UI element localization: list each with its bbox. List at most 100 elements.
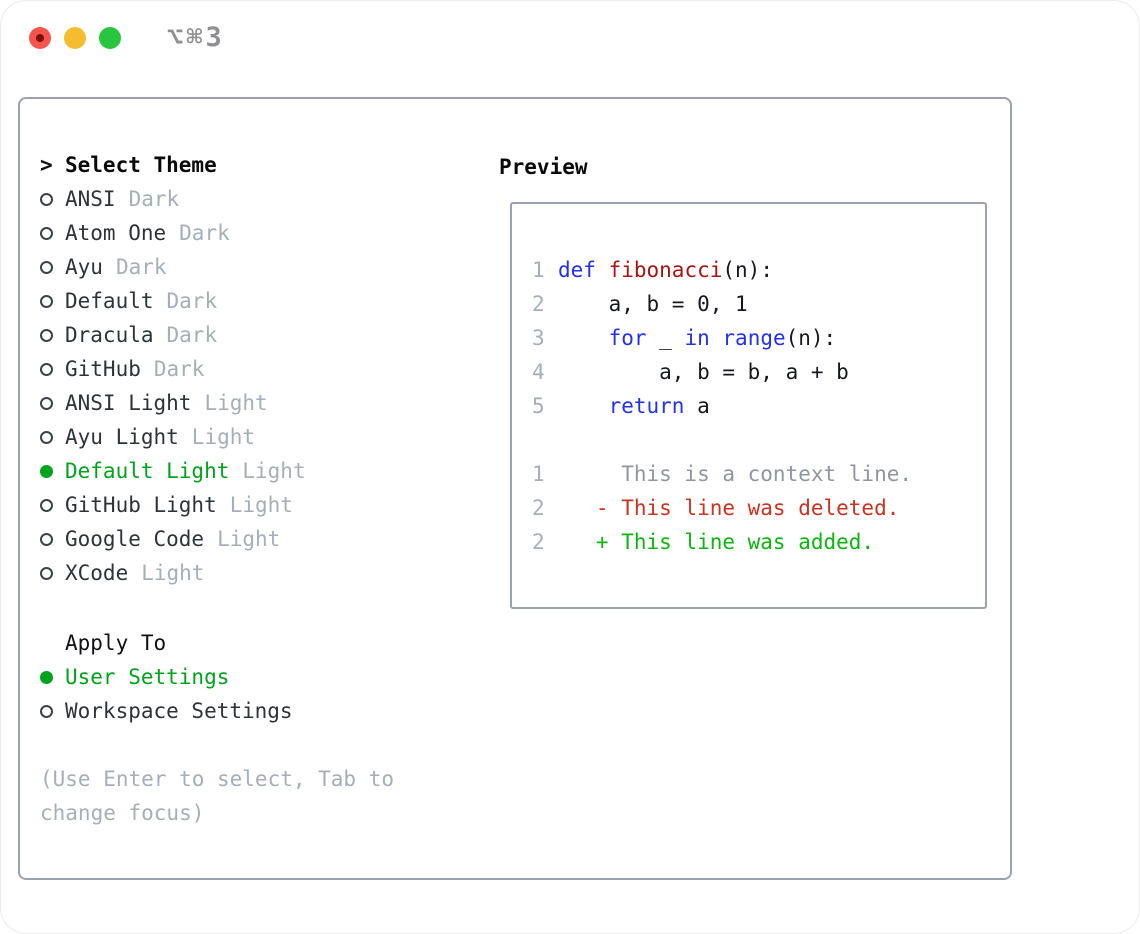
line-number: 1 [532, 462, 545, 486]
radio-unselected-icon [40, 329, 53, 342]
radio-unselected-icon [40, 499, 53, 512]
code-line: 2 - This line was deleted. [532, 491, 985, 525]
code-token: for [608, 326, 647, 350]
apply-option[interactable]: Workspace Settings [40, 694, 293, 728]
theme-option-name: XCode [65, 561, 129, 585]
radio-unselected-icon [40, 295, 53, 308]
line-number: 4 [532, 360, 545, 384]
theme-menu-title: Select Theme [65, 153, 217, 177]
code-token: def [558, 258, 596, 282]
code-token [710, 326, 723, 350]
apply-option-label: Workspace Settings [65, 699, 293, 723]
code-token [596, 258, 609, 282]
theme-option-name: Ayu Light [65, 425, 179, 449]
theme-option[interactable]: Google Code Light [40, 522, 306, 556]
close-dot-icon [36, 34, 44, 42]
line-number: 2 [532, 496, 545, 520]
radio-unselected-icon [40, 227, 53, 240]
radio-selected-icon [40, 671, 53, 684]
theme-option-name: GitHub [65, 357, 141, 381]
code-token: return [608, 394, 685, 418]
window-title: ⌥⌘3 [167, 22, 225, 53]
theme-option-variant: Dark [166, 323, 218, 347]
code-token: _ [646, 326, 685, 350]
radio-unselected-icon [40, 533, 53, 546]
theme-option[interactable]: Default Light Light [40, 454, 306, 488]
code-token: range [722, 326, 786, 350]
hint-text: (Use Enter to select, Tab to change focu… [40, 767, 395, 825]
radio-unselected-icon [40, 193, 53, 206]
line-number: 1 [532, 258, 545, 282]
theme-option[interactable]: GitHub Dark [40, 352, 306, 386]
code-token: a, b = b, a + b [558, 360, 849, 384]
radio-unselected-icon [40, 363, 53, 376]
code-token: - This line was deleted. [558, 496, 900, 520]
theme-option-name: GitHub Light [65, 493, 217, 517]
radio-selected-icon [40, 465, 53, 478]
theme-option-name: Dracula [65, 323, 154, 347]
code-token: fibonacci [608, 258, 723, 282]
theme-option-variant: Light [229, 493, 293, 517]
theme-option[interactable]: Dracula Dark [40, 318, 306, 352]
code-line: 1 def fibonacci(n): [532, 253, 985, 287]
theme-option-name: Google Code [65, 527, 205, 551]
radio-unselected-icon [40, 261, 53, 274]
theme-option-variant: Dark [166, 289, 218, 313]
theme-option[interactable]: GitHub Light Light [40, 488, 306, 522]
theme-option-variant: Dark [128, 187, 180, 211]
theme-option[interactable]: XCode Light [40, 556, 306, 590]
line-number: 3 [532, 326, 545, 350]
traffic-light-zoom-button[interactable] [99, 27, 121, 49]
preview-title: Preview [499, 155, 588, 179]
code-token: a, b = 0, 1 [558, 292, 748, 316]
code-line: 2 + This line was added. [532, 525, 985, 559]
theme-option[interactable]: Default Dark [40, 284, 306, 318]
theme-option-variant: Light [191, 425, 256, 449]
theme-option[interactable]: Ayu Light Light [40, 420, 306, 454]
code-token: a [684, 394, 710, 418]
theme-option-variant: Light [242, 459, 306, 483]
theme-option-name: ANSI [65, 187, 116, 211]
code-line: 5 return a [532, 389, 985, 423]
apply-option[interactable]: User Settings [40, 660, 293, 694]
radio-unselected-icon [40, 705, 53, 718]
code-token [558, 326, 609, 350]
code-token: in [684, 326, 710, 350]
code-line: 4 a, b = b, a + b [532, 355, 985, 389]
line-number: 2 [532, 292, 545, 316]
radio-unselected-icon [40, 567, 53, 580]
selection-cursor-icon: > [40, 153, 53, 177]
code-token [558, 394, 609, 418]
code-token: (n): [785, 326, 837, 350]
theme-option-variant: Dark [153, 357, 205, 381]
traffic-light-close-button[interactable] [29, 27, 51, 49]
theme-option[interactable]: Ayu Dark [40, 250, 306, 284]
theme-option[interactable]: ANSI Dark [40, 182, 306, 216]
code-token: (n): [722, 258, 773, 282]
traffic-light-minimize-button[interactable] [64, 27, 86, 49]
code-token: This is a context line. [558, 462, 913, 486]
code-line [532, 423, 985, 457]
theme-option-name: Default [65, 289, 154, 313]
theme-option-variant: Light [141, 561, 205, 585]
theme-option-name: Ayu [65, 255, 103, 279]
theme-option-name: Atom One [65, 221, 167, 245]
theme-option-variant: Dark [179, 221, 230, 245]
theme-option[interactable]: Atom One Dark [40, 216, 306, 250]
theme-option-variant: Light [204, 391, 268, 415]
theme-option-variant: Light [217, 527, 281, 551]
theme-menu-title-row: > Select Theme [40, 148, 306, 182]
line-number: 5 [532, 394, 545, 418]
theme-option-name: Default Light [65, 459, 230, 483]
theme-option-variant: Dark [115, 255, 167, 279]
apply-option-label: User Settings [65, 665, 230, 689]
code-line: 1 This is a context line. [532, 457, 985, 491]
